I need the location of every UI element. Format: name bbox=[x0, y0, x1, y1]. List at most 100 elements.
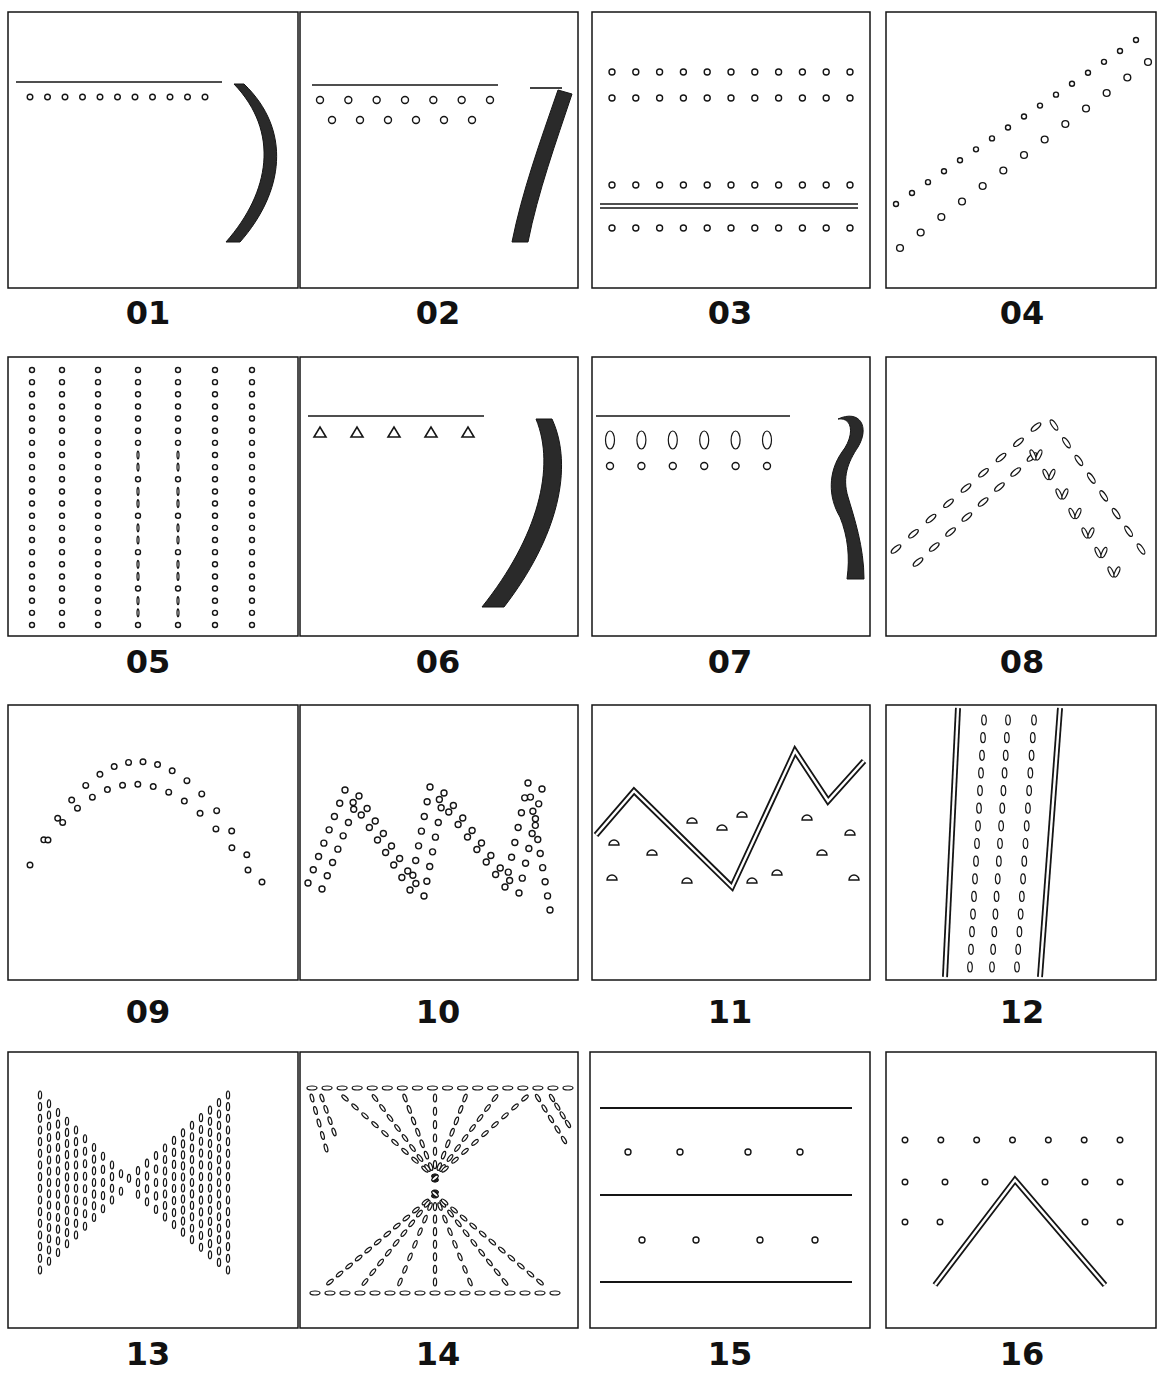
ring-dot bbox=[197, 811, 203, 817]
ring-dot bbox=[176, 513, 181, 518]
ring-dot bbox=[669, 463, 676, 470]
oval-mark bbox=[154, 1179, 157, 1187]
oval-mark bbox=[447, 1227, 453, 1236]
oval-mark bbox=[74, 1161, 77, 1169]
oval-mark bbox=[331, 1128, 337, 1137]
oval-mark bbox=[83, 1210, 86, 1218]
ring-dot bbox=[250, 465, 255, 470]
oval-mark bbox=[417, 1227, 423, 1236]
oval-mark bbox=[38, 1138, 41, 1146]
incised-line bbox=[312, 84, 498, 86]
oval-mark bbox=[172, 1197, 175, 1205]
ring-dot bbox=[1118, 48, 1123, 53]
oval-mark bbox=[379, 1104, 386, 1112]
oval-mark bbox=[47, 1224, 50, 1232]
ring-dot bbox=[1083, 105, 1090, 112]
ring-dot bbox=[250, 550, 255, 555]
oval-mark bbox=[199, 1196, 202, 1204]
oval-mark bbox=[181, 1184, 184, 1192]
incised-line bbox=[16, 81, 222, 83]
oval-mark bbox=[971, 909, 976, 919]
plate-frame bbox=[592, 705, 870, 980]
ring-dot bbox=[30, 416, 35, 421]
triangle-mark bbox=[314, 427, 326, 437]
ring-dot bbox=[27, 94, 33, 100]
ring-dot bbox=[213, 826, 219, 832]
oval-mark bbox=[181, 1206, 184, 1214]
pattern-plate bbox=[592, 705, 870, 980]
oval-mark bbox=[137, 597, 139, 605]
oval-mark bbox=[38, 1161, 41, 1169]
oval-mark bbox=[488, 1086, 498, 1090]
oval-mark bbox=[74, 1208, 77, 1216]
oval-mark bbox=[56, 1144, 59, 1152]
ring-dot bbox=[244, 852, 250, 858]
half-circle-mark bbox=[737, 812, 747, 817]
oval-mark bbox=[92, 1167, 95, 1175]
oval-mark bbox=[313, 1106, 318, 1115]
ring-dot bbox=[657, 182, 663, 188]
oval-mark bbox=[190, 1213, 193, 1221]
ring-dot bbox=[176, 368, 181, 373]
ring-dot bbox=[213, 465, 218, 470]
oval-mark bbox=[385, 1249, 392, 1257]
oval-mark bbox=[1022, 856, 1027, 866]
oval-mark bbox=[74, 1173, 77, 1181]
ring-dot bbox=[60, 416, 65, 421]
oval-mark bbox=[190, 1179, 193, 1187]
oval-mark bbox=[462, 1265, 468, 1274]
ring-dot bbox=[136, 368, 141, 373]
ring-dot bbox=[96, 574, 101, 579]
ring-dot bbox=[1103, 90, 1110, 97]
oval-mark bbox=[401, 1134, 408, 1142]
ring-dot bbox=[432, 834, 438, 840]
oval-mark bbox=[226, 1149, 229, 1157]
ring-dot bbox=[213, 538, 218, 543]
oval-mark bbox=[83, 1160, 86, 1168]
ring-dot bbox=[30, 453, 35, 458]
ring-dot bbox=[30, 623, 35, 628]
oval-mark bbox=[1049, 419, 1059, 431]
half-circle-mark bbox=[849, 875, 859, 880]
oval-mark bbox=[47, 1257, 50, 1265]
oval-mark bbox=[450, 1206, 458, 1214]
ring-dot bbox=[776, 182, 782, 188]
oval-mark bbox=[136, 1179, 139, 1187]
oval-mark bbox=[470, 1239, 477, 1247]
ring-dot bbox=[704, 225, 710, 231]
oval-mark bbox=[177, 597, 179, 605]
oval-mark bbox=[352, 1086, 362, 1090]
oval-mark bbox=[491, 1121, 499, 1129]
oval-mark bbox=[454, 1144, 461, 1152]
oval-mark bbox=[491, 1094, 498, 1102]
double-line-outer bbox=[1040, 708, 1060, 977]
ring-dot bbox=[509, 854, 515, 860]
oval-mark bbox=[505, 1291, 515, 1295]
oval-mark bbox=[1061, 437, 1071, 449]
oval-mark bbox=[154, 1152, 157, 1160]
oval-mark bbox=[960, 482, 972, 493]
ring-dot bbox=[1117, 1137, 1123, 1143]
oval-mark bbox=[177, 609, 179, 617]
oval-mark bbox=[226, 1208, 229, 1216]
oval-mark bbox=[320, 1131, 325, 1140]
oval-mark bbox=[498, 1246, 506, 1254]
oval-mark bbox=[47, 1212, 50, 1220]
ring-dot bbox=[402, 97, 409, 104]
ring-dot bbox=[176, 416, 181, 421]
oval-mark bbox=[520, 1291, 530, 1295]
ring-dot bbox=[90, 794, 96, 800]
ring-dot bbox=[609, 95, 615, 101]
ring-dot bbox=[30, 368, 35, 373]
ring-dot bbox=[633, 225, 639, 231]
ring-dot bbox=[96, 586, 101, 591]
ring-dot bbox=[446, 809, 452, 815]
oval-mark bbox=[208, 1173, 211, 1181]
half-circle-mark bbox=[647, 850, 657, 855]
ring-dot bbox=[488, 853, 494, 859]
ring-dot bbox=[385, 117, 392, 124]
ring-dot bbox=[1054, 92, 1059, 97]
oval-mark bbox=[47, 1122, 50, 1130]
pattern-plate bbox=[8, 357, 298, 636]
ring-dot bbox=[199, 791, 205, 797]
